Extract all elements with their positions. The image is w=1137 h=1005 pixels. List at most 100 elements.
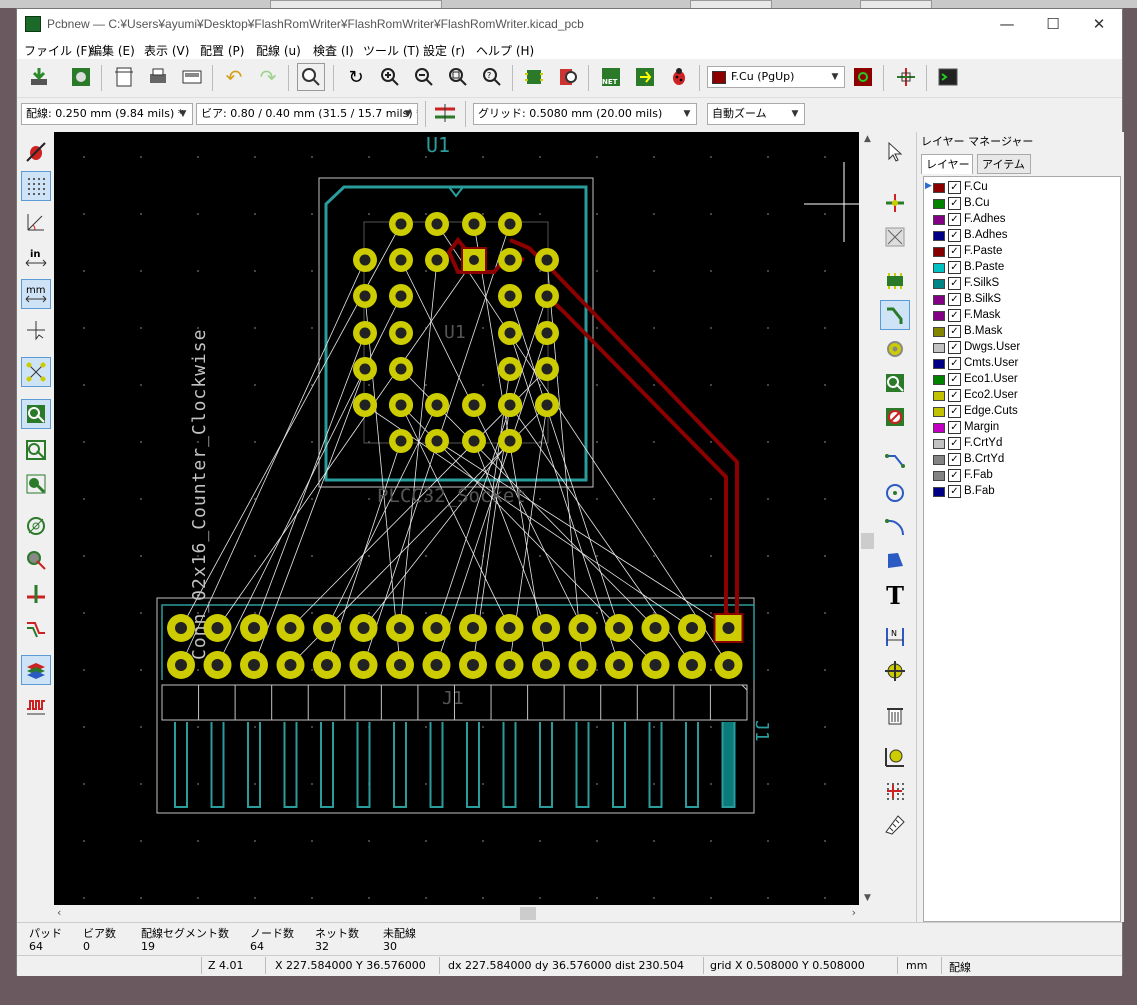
layer-visibility-checkbox[interactable]: ✓ xyxy=(948,421,961,434)
layer-row[interactable]: ✓Eco1.User xyxy=(924,372,1120,388)
zone-fill-mode-icon[interactable] xyxy=(21,399,51,429)
layer-color-swatch[interactable] xyxy=(933,455,945,465)
menu-view[interactable]: 表示 (V) xyxy=(144,44,190,58)
maximize-button[interactable]: ☐ xyxy=(1046,15,1060,33)
refresh-icon[interactable]: ↻ xyxy=(348,66,364,88)
add-circle-icon[interactable] xyxy=(880,478,910,508)
scroll-right-icon[interactable]: › xyxy=(851,906,856,919)
measure-tool-icon[interactable] xyxy=(880,810,910,840)
layer-row[interactable]: ✓Dwgs.User xyxy=(924,340,1120,356)
horizontal-scroll-thumb[interactable] xyxy=(520,907,536,920)
pcb-canvas[interactable]: Conn_02x16_Counter_Clockwise U1 U1 PLCC3… xyxy=(54,132,859,905)
local-ratsnest-icon[interactable] xyxy=(880,222,910,252)
tab-layers[interactable]: レイヤー xyxy=(921,154,973,174)
layer-visibility-checkbox[interactable]: ✓ xyxy=(948,293,961,306)
layer-row[interactable]: ✓F.Adhes xyxy=(924,212,1120,228)
zoom-fit-icon[interactable] xyxy=(444,63,472,91)
layer-visibility-checkbox[interactable]: ✓ xyxy=(948,229,961,242)
layer-color-swatch[interactable] xyxy=(933,231,945,241)
scripting-console-icon[interactable] xyxy=(934,63,962,91)
close-button[interactable]: ✕ xyxy=(1092,15,1106,33)
layer-row[interactable]: ✓B.Mask xyxy=(924,324,1120,340)
layer-row[interactable]: ✓B.CrtYd xyxy=(924,452,1120,468)
layer-visibility-checkbox[interactable]: ✓ xyxy=(948,277,961,290)
layer-color-swatch[interactable] xyxy=(933,471,945,481)
layer-color-swatch[interactable] xyxy=(933,183,945,193)
layer-color-swatch[interactable] xyxy=(933,359,945,369)
polar-coords-icon[interactable] xyxy=(21,207,51,237)
layer-visibility-checkbox[interactable]: ✓ xyxy=(948,405,961,418)
add-arc-icon[interactable] xyxy=(880,512,910,542)
layer-row[interactable]: ✓B.Adhes xyxy=(924,228,1120,244)
layer-color-swatch[interactable] xyxy=(933,343,945,353)
add-polygon-icon[interactable] xyxy=(880,546,910,576)
menu-file[interactable]: ファイル (F) xyxy=(24,44,93,58)
layer-row[interactable]: ✓F.Fab xyxy=(924,468,1120,484)
drc-bug-icon[interactable] xyxy=(665,63,693,91)
delete-trash-icon[interactable] xyxy=(880,700,910,730)
add-target-icon[interactable] xyxy=(880,656,910,686)
layer-row[interactable]: ✓F.CrtYd xyxy=(924,436,1120,452)
layer-row[interactable]: ▶✓F.Cu xyxy=(924,180,1120,196)
minimize-button[interactable]: — xyxy=(999,15,1015,33)
layer-select-dropdown[interactable]: F.Cu (PgUp) ▼ xyxy=(707,66,845,88)
footprint-viewer-icon[interactable] xyxy=(554,63,582,91)
footprint-editor-icon[interactable] xyxy=(520,63,548,91)
show-ratsnest-icon[interactable] xyxy=(21,357,51,387)
layer-visibility-checkbox[interactable]: ✓ xyxy=(948,213,961,226)
add-zone-icon[interactable] xyxy=(880,368,910,398)
layer-visibility-checkbox[interactable]: ✓ xyxy=(948,197,961,210)
add-text-icon[interactable]: T xyxy=(886,580,904,610)
layer-color-swatch[interactable] xyxy=(933,407,945,417)
layer-visibility-checkbox[interactable]: ✓ xyxy=(948,261,961,274)
via-sketch-icon[interactable] xyxy=(21,545,51,575)
zone-outline-mode-icon[interactable] xyxy=(21,435,51,465)
page-settings-icon[interactable] xyxy=(110,63,138,91)
menu-inspect[interactable]: 検査 (I) xyxy=(313,44,354,58)
layer-color-swatch[interactable] xyxy=(933,295,945,305)
menu-help[interactable]: ヘルプ (H) xyxy=(476,44,535,58)
layer-row[interactable]: ✓B.SilkS xyxy=(924,292,1120,308)
microwave-tools-icon[interactable] xyxy=(892,63,920,91)
scroll-down-icon[interactable]: ▼ xyxy=(864,893,871,903)
scroll-up-icon[interactable]: ▲ xyxy=(864,134,871,144)
select-arrow-icon[interactable] xyxy=(880,137,910,167)
zoom-in-icon[interactable] xyxy=(376,63,404,91)
layer-row[interactable]: ✓F.SilkS xyxy=(924,276,1120,292)
menu-place[interactable]: 配置 (P) xyxy=(200,44,245,58)
layer-color-swatch[interactable] xyxy=(933,311,945,321)
layer-row[interactable]: ✓F.Mask xyxy=(924,308,1120,324)
microwave-toolbar-icon[interactable] xyxy=(21,691,51,721)
units-mm-icon[interactable]: mm xyxy=(21,279,51,309)
layer-row[interactable]: ✓Margin xyxy=(924,420,1120,436)
layer-visibility-checkbox[interactable]: ✓ xyxy=(948,341,961,354)
cursor-shape-icon[interactable] xyxy=(21,315,51,345)
layer-row[interactable]: ✓B.Paste xyxy=(924,260,1120,276)
grid-dropdown[interactable]: グリッド: 0.5080 mm (20.00 mils)▼ xyxy=(473,103,697,125)
layer-visibility-checkbox[interactable]: ✓ xyxy=(948,325,961,338)
undo-icon[interactable]: ↶ xyxy=(225,65,243,89)
redo-icon[interactable]: ↷ xyxy=(259,65,277,89)
layer-visibility-checkbox[interactable]: ✓ xyxy=(948,485,961,498)
scroll-left-icon[interactable]: ‹ xyxy=(57,906,62,919)
grid-toggle-icon[interactable] xyxy=(21,171,51,201)
drc-off-icon[interactable] xyxy=(21,137,51,167)
layer-pair-icon[interactable] xyxy=(849,63,877,91)
layer-color-swatch[interactable] xyxy=(933,263,945,273)
add-footprint-icon[interactable] xyxy=(880,266,910,296)
layer-row[interactable]: ✓Cmts.User xyxy=(924,356,1120,372)
layer-color-swatch[interactable] xyxy=(933,279,945,289)
vertical-scroll-thumb[interactable] xyxy=(861,533,874,549)
high-contrast-icon[interactable] xyxy=(21,613,51,643)
layer-color-swatch[interactable] xyxy=(933,327,945,337)
menu-route[interactable]: 配線 (u) xyxy=(256,44,301,58)
layer-row[interactable]: ✓B.Fab xyxy=(924,484,1120,500)
layer-visibility-checkbox[interactable]: ✓ xyxy=(948,453,961,466)
layer-visibility-checkbox[interactable]: ✓ xyxy=(948,309,961,322)
layer-color-swatch[interactable] xyxy=(933,439,945,449)
add-dimension-icon[interactable]: N xyxy=(880,622,910,652)
plot-icon[interactable] xyxy=(178,63,206,91)
grid-origin-icon[interactable] xyxy=(880,776,910,806)
layer-color-swatch[interactable] xyxy=(933,215,945,225)
layers-manager-toggle-icon[interactable] xyxy=(21,655,51,685)
